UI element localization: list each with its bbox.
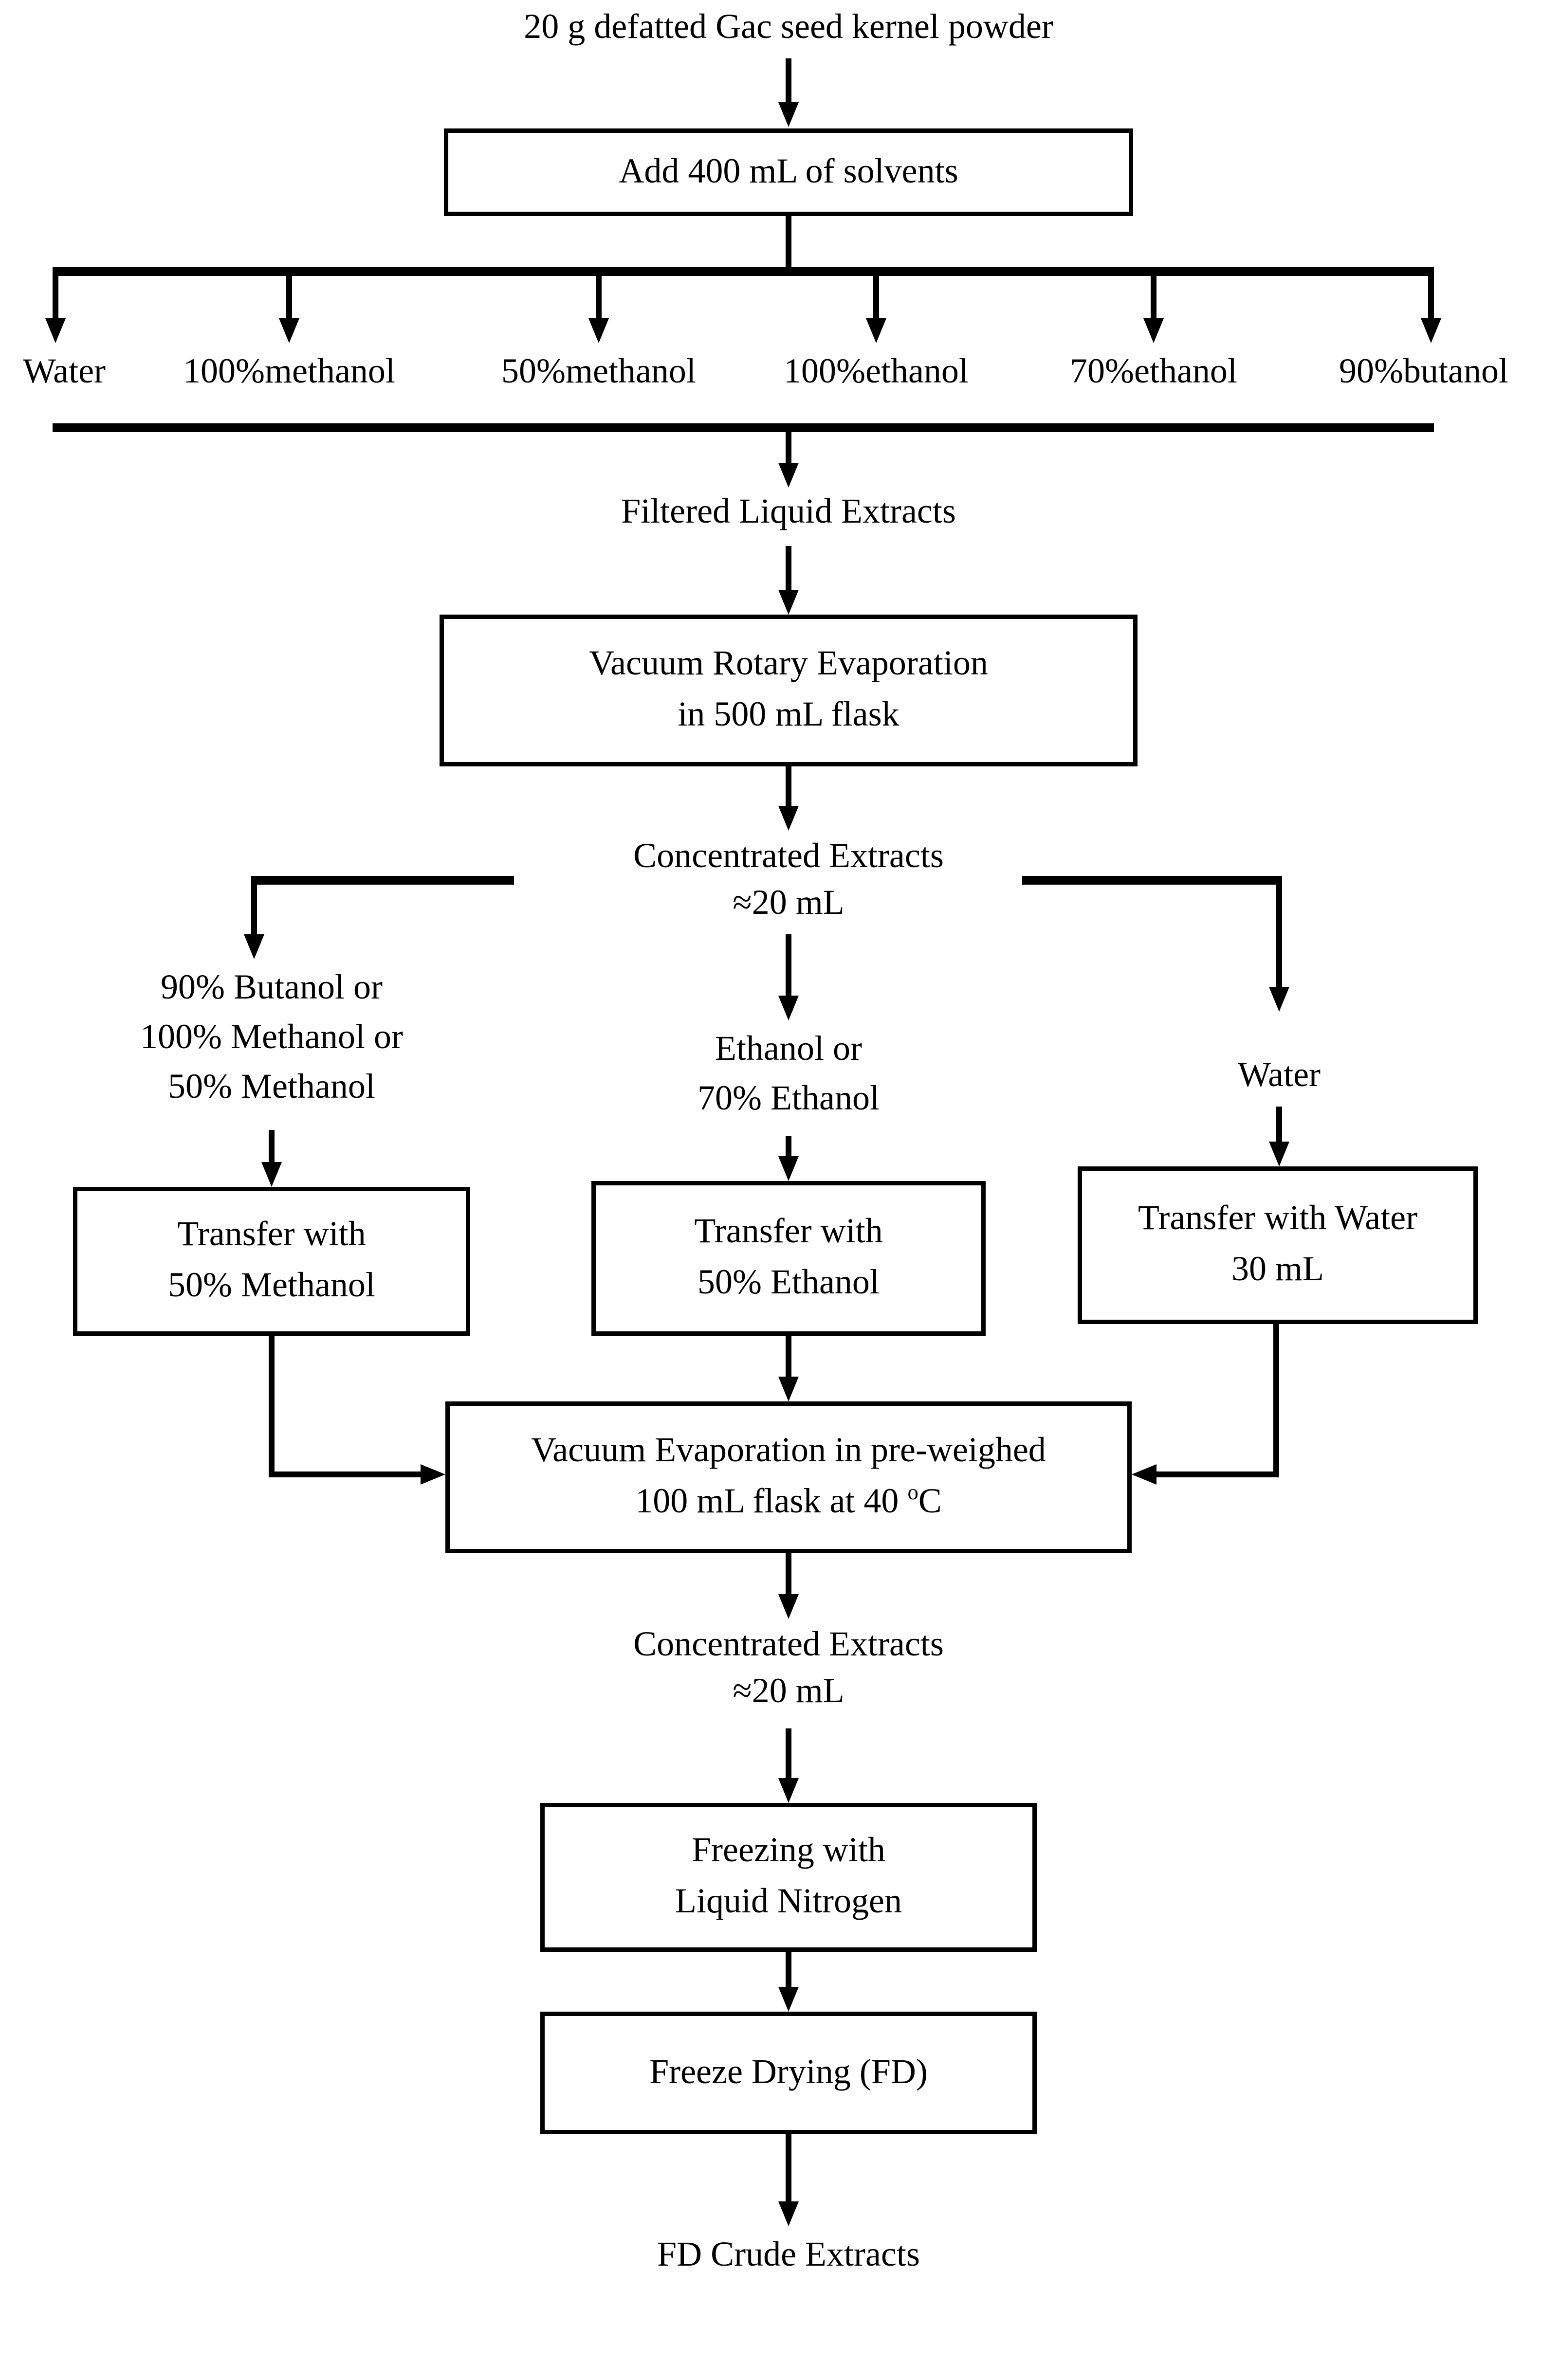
branch-left-line1: 90% Butanol or <box>161 969 383 1007</box>
process-box-transfer-water: Transfer with Water 30 mL <box>1078 1166 1478 1324</box>
arrowhead-down-icon <box>1143 318 1164 343</box>
concentrated2-line1: Concentrated Extracts <box>633 1626 944 1664</box>
arrow-solvent-6-stem <box>1428 274 1434 318</box>
arrowhead-left-icon <box>1132 1464 1156 1485</box>
branch-mid-line1: Ethanol or <box>715 1031 862 1069</box>
arrow-start-stem <box>786 58 791 102</box>
degree-superscript: o <box>907 1482 918 1505</box>
arrowhead-down-icon <box>1269 987 1289 1012</box>
arrow-to-freezing-stem <box>786 1728 791 1778</box>
process-box-freezing: Freezing with Liquid Nitrogen <box>540 1803 1037 1952</box>
arrow-solvent-3-stem <box>596 274 602 318</box>
solvent-label-70-ethanol: 70%ethanol <box>1070 353 1237 391</box>
vacuum-evap-line2-pre: 100 mL flask at 40 <box>635 1483 908 1521</box>
transfer-right-line2: 30 mL <box>1231 1251 1324 1289</box>
process-box-vacuum-rotary: Vacuum Rotary Evaporation in 500 mL flas… <box>440 615 1138 766</box>
solvent-label-100-methanol: 100%methanol <box>183 353 395 391</box>
distribution-rail-top <box>53 267 1434 275</box>
arrow-solvent-4-stem <box>873 274 879 318</box>
add-solvents-text: Add 400 mL of solvents <box>619 152 958 191</box>
arrowhead-down-icon <box>778 1987 799 2012</box>
collection-rail <box>53 423 1434 432</box>
arrowhead-down-icon <box>866 318 886 343</box>
concentrated2-line2: ≈20 mL <box>733 1673 844 1711</box>
arrowhead-down-icon <box>1269 1142 1289 1166</box>
arrowhead-down-icon <box>778 1377 799 1401</box>
filtered-extracts-label: Filtered Liquid Extracts <box>621 493 956 531</box>
arrowhead-down-icon <box>1421 318 1441 343</box>
arrowhead-down-icon <box>778 590 799 615</box>
arrowhead-right-icon <box>421 1464 445 1485</box>
arrowhead-down-icon <box>778 102 799 127</box>
process-box-transfer-ethanol: Transfer with 50% Ethanol <box>591 1181 986 1336</box>
arrowhead-down-icon <box>778 1156 799 1181</box>
concentrated1-line1: Concentrated Extracts <box>633 838 944 876</box>
process-box-add-solvents: Add 400 mL of solvents <box>444 128 1133 216</box>
arrow-to-end-stem <box>786 2134 791 2201</box>
branch-left-line3: 50% Methanol <box>168 1069 375 1107</box>
vacuum-evap-line2-post: C <box>918 1483 942 1521</box>
arrowhead-down-icon <box>778 1778 799 1803</box>
start-label: 20 g defatted Gac seed kernel powder <box>524 9 1053 47</box>
arrowhead-down-icon <box>778 996 799 1020</box>
branch-left-drop-stem <box>251 876 257 934</box>
feed-right-vertical <box>1273 1324 1279 1477</box>
solvent-label-90-butanol: 90%butanol <box>1339 353 1508 391</box>
transfer-left-line1: Transfer with <box>177 1216 366 1254</box>
arrow-solvent-5-stem <box>1151 274 1156 318</box>
arrow-to-concentrated1-stem <box>786 766 791 806</box>
branch-mid-line2: 70% Ethanol <box>698 1080 880 1118</box>
feed-left-horizontal <box>269 1472 421 1477</box>
arrow-to-transfer-right-stem <box>1276 1107 1282 1142</box>
transfer-mid-line1: Transfer with <box>694 1213 883 1251</box>
arrowhead-down-icon <box>778 806 799 831</box>
arrow-to-filtered-stem <box>786 431 791 463</box>
arrow-to-freeze-drying-stem <box>786 1952 791 1987</box>
vacuum-rotary-line1: Vacuum Rotary Evaporation <box>589 645 988 683</box>
arrowhead-down-icon <box>778 2201 799 2226</box>
arrowhead-down-icon <box>588 318 609 343</box>
branch-right-drop-stem <box>1276 876 1282 987</box>
branch-left-line2: 100% Methanol or <box>140 1019 403 1057</box>
branch-mid-drop-stem <box>786 934 791 996</box>
feed-left-vertical <box>269 1336 275 1477</box>
arrowhead-down-icon <box>778 463 799 488</box>
branch-left-label: 90% Butanol or 100% Methanol or 50% Meth… <box>140 963 403 1112</box>
arrowhead-down-icon <box>45 318 66 343</box>
process-box-vacuum-evaporation: Vacuum Evaporation in pre-weighed 100 mL… <box>445 1401 1132 1553</box>
arrowhead-down-icon <box>244 934 264 959</box>
arrowhead-down-icon <box>778 1594 799 1619</box>
branch-right-label: Water <box>1237 1057 1321 1095</box>
arrow-to-transfer-mid-stem <box>786 1136 791 1156</box>
freezing-line2: Liquid Nitrogen <box>675 1883 902 1921</box>
arrowhead-down-icon <box>261 1162 282 1187</box>
transfer-left-line2: 50% Methanol <box>168 1267 375 1305</box>
vacuum-evap-line2: 100 mL flask at 40 oC <box>635 1477 942 1528</box>
feed-mid-vertical <box>786 1336 791 1377</box>
arrow-to-rotary-stem <box>786 546 791 590</box>
vacuum-rotary-line2: in 500 mL flask <box>678 696 900 734</box>
arrow-to-transfer-left-stem <box>269 1130 275 1162</box>
transfer-right-line1: Transfer with Water <box>1138 1200 1418 1238</box>
feed-right-horizontal <box>1156 1472 1277 1477</box>
arrow-solvent-1-stem <box>53 274 58 318</box>
arrow-to-concentrated2-stem <box>786 1553 791 1594</box>
solvent-label-50-methanol: 50%methanol <box>501 353 696 391</box>
freeze-drying-text: Freeze Drying (FD) <box>649 2053 928 2091</box>
arrowhead-down-icon <box>279 318 299 343</box>
end-label: FD Crude Extracts <box>657 2236 920 2274</box>
vacuum-evap-line1: Vacuum Evaporation in pre-weighed <box>531 1432 1046 1470</box>
branch-rail-right <box>1022 876 1282 884</box>
process-box-transfer-methanol: Transfer with 50% Methanol <box>73 1187 470 1336</box>
arrow-solvent-2-stem <box>286 274 292 318</box>
connector-to-distribution-rail <box>786 216 791 267</box>
solvent-label-100-ethanol: 100%ethanol <box>784 353 969 391</box>
branch-rail-left <box>251 876 514 884</box>
concentrated1-line2: ≈20 mL <box>733 885 844 923</box>
branch-mid-label: Ethanol or 70% Ethanol <box>698 1025 880 1124</box>
process-box-freeze-drying: Freeze Drying (FD) <box>540 2012 1037 2134</box>
freezing-line1: Freezing with <box>692 1832 885 1870</box>
transfer-mid-line2: 50% Ethanol <box>698 1264 880 1302</box>
solvent-label-water: Water <box>22 353 106 391</box>
